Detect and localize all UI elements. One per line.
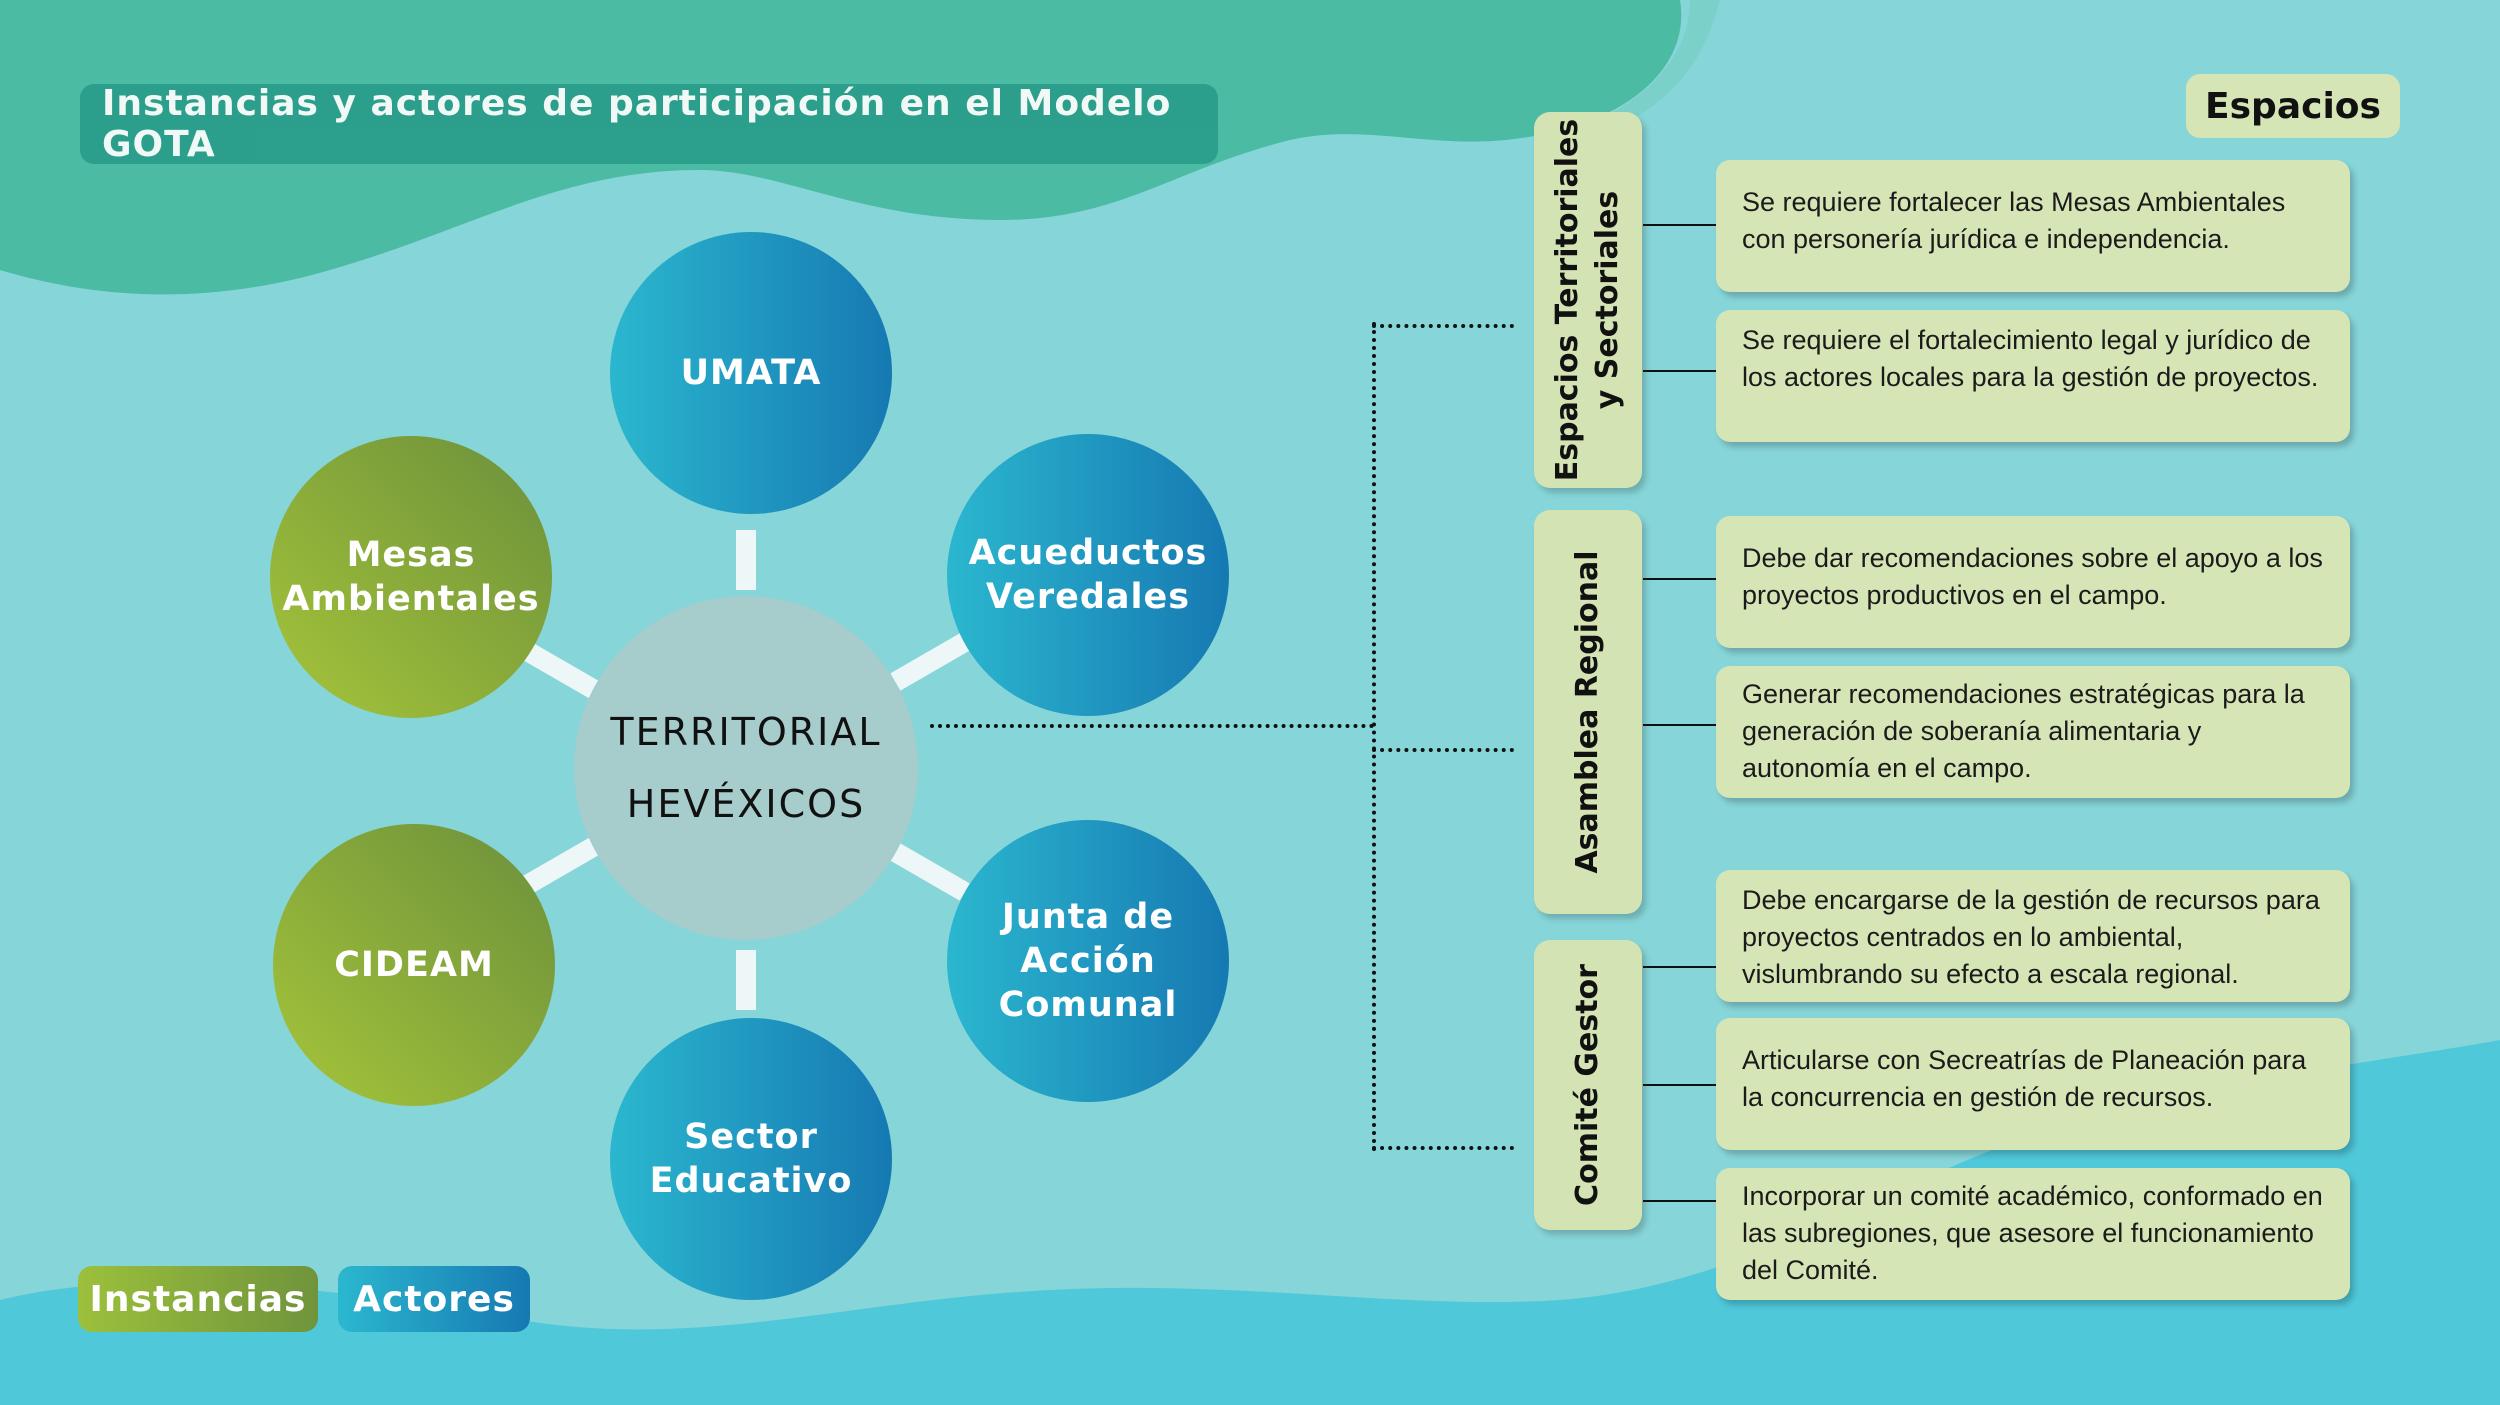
item-card-2-text: Se requiere el fortalecimiento legal y j… <box>1742 325 2319 392</box>
node-cideam-label: CIDEAM <box>334 945 494 985</box>
group-territoriales-line-1: Espacios Territoriales <box>1550 118 1585 482</box>
item-card-2: Se requiere el fortalecimiento legal y j… <box>1716 310 2350 442</box>
group-asamblea-label: Asamblea Regional <box>1570 550 1605 874</box>
legend-instancias-text: Instancias <box>89 1278 307 1320</box>
spoke-sector <box>736 950 756 1010</box>
center-node: TERRITORIAL HEVÉXICOS <box>574 596 918 940</box>
dotted-link-comite <box>1372 1146 1514 1150</box>
legend-instancias: Instancias <box>78 1266 318 1332</box>
dotted-link-territoriales <box>1372 324 1514 328</box>
item-card-5: Debe encargarse de la gestión de recurso… <box>1716 870 2350 1002</box>
item-connector-5 <box>1643 966 1716 968</box>
node-sector-line-2: Educativo <box>649 1161 853 1201</box>
item-card-4-text: Generar recomendaciones estratégicas par… <box>1742 679 2305 783</box>
item-card-3-text: Debe dar recomendaciones sobre el apoyo … <box>1742 543 2323 610</box>
page-title: Instancias y actores de participación en… <box>80 83 1218 165</box>
legend-actores: Actores <box>338 1266 530 1332</box>
node-umata-label: UMATA <box>680 353 822 393</box>
item-card-5-text: Debe encargarse de la gestión de recurso… <box>1742 885 2320 989</box>
node-junta-line-3: Comunal <box>998 985 1178 1025</box>
item-connector-2 <box>1643 370 1716 372</box>
legend-actores-text: Actores <box>353 1278 515 1320</box>
item-card-1: Se requiere fortalecer las Mesas Ambient… <box>1716 160 2350 292</box>
group-asamblea-regional: Asamblea Regional <box>1534 510 1642 914</box>
group-comite-gestor: Comité Gestor <box>1534 940 1642 1230</box>
node-junta-line-1: Junta de <box>1001 897 1175 937</box>
group-comite-label: Comité Gestor <box>1570 964 1605 1206</box>
item-connector-6 <box>1643 1084 1716 1086</box>
item-card-7: Incorporar un comité académico, conforma… <box>1716 1168 2350 1300</box>
item-connector-7 <box>1643 1200 1716 1202</box>
center-line-2: HEVÉXICOS <box>626 782 866 826</box>
item-card-7-text: Incorporar un comité académico, conforma… <box>1742 1181 2323 1285</box>
node-junta-line-2: Acción <box>1020 941 1156 981</box>
dotted-link-vertical <box>1372 322 1376 1152</box>
center-line-1: TERRITORIAL <box>610 710 882 754</box>
node-sector-line-1: Sector <box>684 1117 818 1157</box>
dotted-link-center <box>930 724 1374 728</box>
item-card-3: Debe dar recomendaciones sobre el apoyo … <box>1716 516 2350 648</box>
node-mesas-line-2: Ambientales <box>282 579 540 619</box>
bottom-wave <box>0 1040 2500 1405</box>
page-title-text: Instancias y actores de participación en… <box>102 83 1172 165</box>
item-card-4: Generar recomendaciones estratégicas par… <box>1716 666 2350 798</box>
item-card-1-text: Se requiere fortalecer las Mesas Ambient… <box>1742 187 2286 254</box>
item-connector-1 <box>1643 224 1716 226</box>
espacios-header-text: Espacios <box>2205 85 2381 127</box>
spoke-umata <box>736 530 756 590</box>
item-connector-4 <box>1643 724 1716 726</box>
node-acueductos-line-2: Veredales <box>985 577 1191 617</box>
node-mesas-line-1: Mesas <box>346 535 476 575</box>
node-cideam: CIDEAM <box>273 824 555 1106</box>
node-acueductos-line-1: Acueductos <box>968 533 1208 573</box>
dotted-link-asamblea <box>1372 748 1514 752</box>
item-card-6: Articularse con Secreatrías de Planeació… <box>1716 1018 2350 1150</box>
group-territoriales-line-2: y Sectoriales <box>1590 190 1625 410</box>
item-connector-3 <box>1643 578 1716 580</box>
item-card-6-text: Articularse con Secreatrías de Planeació… <box>1742 1045 2307 1112</box>
node-umata: UMATA <box>610 232 892 514</box>
espacios-header: Espacios <box>2186 74 2400 138</box>
